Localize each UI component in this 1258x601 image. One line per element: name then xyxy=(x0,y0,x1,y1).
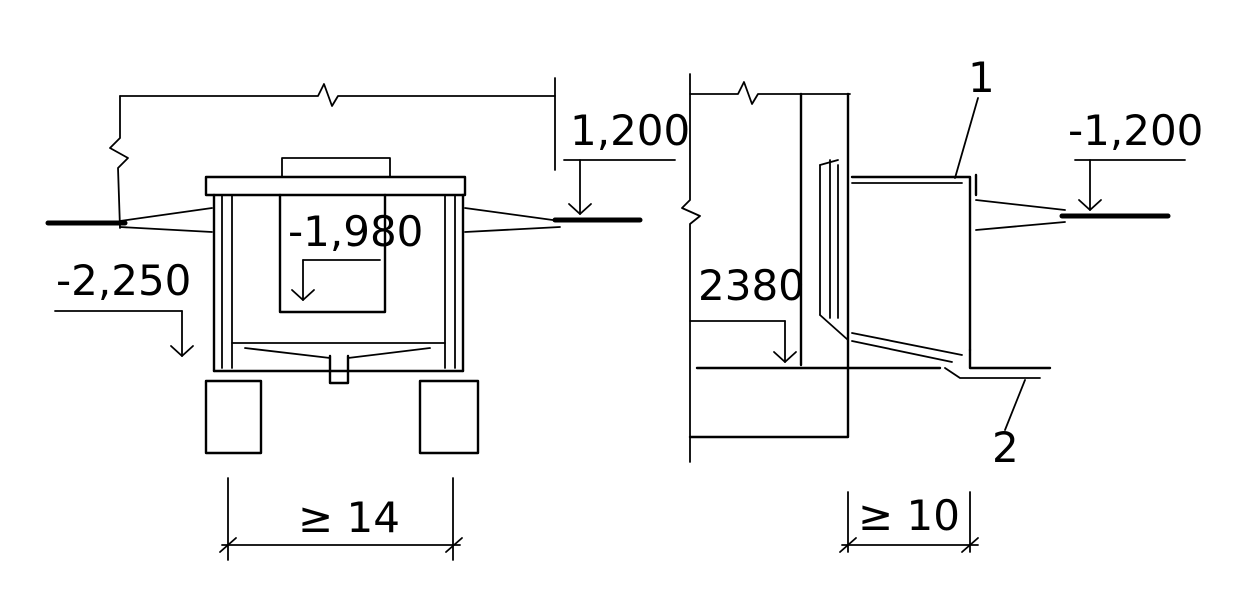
right-bottom-elevation-leader xyxy=(689,320,797,363)
right-view: -1,200 2380 1 2 ≥ 10 xyxy=(681,53,1203,553)
callout-2-label: 2 xyxy=(992,423,1019,472)
left-walls xyxy=(212,193,465,373)
callout-1-label: 1 xyxy=(968,53,995,102)
left-width-dimension-label: ≥ 14 xyxy=(298,493,400,542)
left-top-slab xyxy=(204,157,467,197)
left-width-dimension xyxy=(219,477,463,561)
left-ground-lines xyxy=(45,207,643,233)
right-break-line xyxy=(681,73,701,463)
right-top-elevation-label: -1,200 xyxy=(1068,106,1203,155)
right-top-elevation-leader xyxy=(1074,159,1186,211)
left-footing-blocks xyxy=(204,379,480,455)
callout-1-leader xyxy=(954,97,979,179)
left-inner-opening xyxy=(278,193,387,314)
left-top-elevation-leader xyxy=(563,159,676,215)
callout-2-leader xyxy=(1004,379,1026,431)
right-foundation xyxy=(688,366,942,439)
right-ground-lines xyxy=(975,199,1171,231)
right-bottom-elevation-label: 2380 xyxy=(698,261,805,310)
left-bottom-slab xyxy=(212,342,465,385)
left-view: 1,200 -1,980 -2,250 ≥ 14 xyxy=(45,77,690,561)
right-top-dimension-line xyxy=(689,81,851,105)
left-inner-elevation-label: -1,980 xyxy=(288,207,423,256)
left-bottom-elevation-label: -2,250 xyxy=(56,256,191,305)
right-wall xyxy=(799,92,850,370)
left-break-line xyxy=(109,95,129,229)
left-bottom-elevation-leader xyxy=(54,310,194,357)
right-width-dimension-label: ≥ 10 xyxy=(858,491,960,540)
left-top-dimension-line xyxy=(119,77,556,171)
left-top-elevation-label: 1,200 xyxy=(570,106,690,155)
right-pit xyxy=(850,173,1052,379)
right-width-dimension xyxy=(839,491,979,553)
